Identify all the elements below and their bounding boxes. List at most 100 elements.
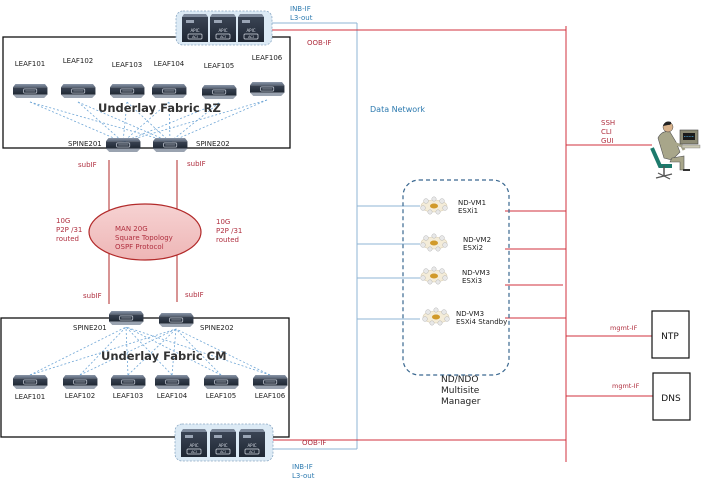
apic-controller-icon [209, 428, 237, 458]
switch-icon [249, 81, 285, 97]
oob-label-top: OOB-IF [307, 39, 331, 47]
leaf-label: LEAF106 [255, 392, 286, 400]
ntp-link-label: mgmt-IF [610, 324, 638, 332]
switch-icon [109, 83, 145, 99]
inb-label-bottom-1: INB-IF [292, 463, 313, 471]
leaf-switch: LEAF102 [62, 374, 98, 400]
nd-vm-cluster-icon [422, 307, 450, 326]
man-label-3: OSPF Protocol [115, 243, 164, 251]
switch-icon [151, 83, 187, 99]
switch-icon [105, 137, 141, 153]
leaf-switch: LEAF104 [154, 374, 190, 400]
ntp-label: NTP [661, 332, 679, 342]
subif-top-right: subIF [187, 160, 206, 168]
access-ssh: SSH [601, 119, 615, 127]
fabric-rz-mesh [29, 99, 268, 143]
fabric-link [127, 328, 177, 376]
leaf-label: LEAF101 [15, 393, 46, 401]
subif-top-left: subIF [78, 161, 97, 169]
apic-controller-icon [181, 13, 209, 43]
spine-label: SPINE202 [196, 140, 230, 148]
spine-switch [105, 137, 141, 153]
access-gui: GUI [601, 137, 614, 145]
fabric-link [169, 99, 268, 143]
vm-host: ESXi2 [463, 244, 483, 252]
fabric-link [79, 328, 177, 376]
inb-label-top-2: L3-out [290, 14, 313, 22]
p2p-right-2: P2P /31 [216, 227, 242, 235]
leaf-label: LEAF103 [113, 392, 144, 400]
spine-switch [152, 137, 188, 153]
man-ellipse [88, 203, 202, 261]
apic-cluster-top [181, 13, 265, 43]
switch-icon [12, 83, 48, 99]
leaf-switch: LEAF101 [12, 374, 48, 401]
access-cli: CLI [601, 128, 612, 136]
spine-switch [108, 310, 144, 326]
fabric-link [122, 99, 268, 143]
leaf-label: LEAF104 [154, 60, 185, 68]
nd-vm-cluster-icon [420, 233, 448, 252]
leaf-switch: LEAF106 [249, 54, 285, 97]
fabric-cm-mesh [29, 326, 271, 376]
switch-icon [152, 137, 188, 153]
nd-vm-cluster-icon [420, 266, 448, 285]
switch-icon [110, 374, 146, 390]
fabric-link [125, 326, 222, 376]
leaf-switch: LEAF105 [203, 374, 239, 400]
fabric-link [122, 102, 220, 143]
inb-label-top-1: INB-IF [290, 5, 311, 13]
fabric-link [169, 102, 220, 143]
switch-icon [62, 374, 98, 390]
leaf-switch: LEAF104 [151, 60, 187, 99]
fabric-link [175, 328, 222, 376]
vm-mgmt-links [505, 210, 566, 319]
switch-icon [203, 374, 239, 390]
switch-icon [12, 374, 48, 390]
switch-icon [252, 374, 288, 390]
nd-title-1: ND/NDO [441, 375, 478, 385]
apic-cluster-bottom [180, 428, 266, 458]
vm-name: ND-VM3 [456, 310, 484, 318]
fabric-link [125, 326, 173, 376]
leaf-label: LEAF102 [63, 57, 94, 65]
switch-icon [201, 84, 237, 100]
fabric-link [168, 101, 171, 143]
leaf-label: LEAF102 [65, 392, 96, 400]
vm-host: ESXi4 Standby [456, 318, 507, 326]
nd-title-3: Manager [441, 397, 481, 407]
leaf-label: LEAF105 [204, 62, 235, 70]
apic-controller-icon [180, 428, 208, 458]
vm-name: ND-VM2 [463, 236, 491, 244]
fabric-link [29, 326, 127, 376]
leaf-label: LEAF106 [252, 54, 283, 62]
switch-icon [154, 374, 190, 390]
vm-host: ESXi1 [458, 207, 478, 215]
switch-icon [60, 83, 96, 99]
leaf-switch: LEAF105 [201, 62, 237, 100]
nd-cluster-frame [402, 179, 510, 376]
operator-workstation-icon [650, 121, 701, 180]
fabric-link [122, 101, 128, 143]
spine-label: SPINE202 [200, 324, 234, 332]
spine-label: SPINE201 [73, 324, 107, 332]
fabric-cm-box [0, 317, 290, 438]
leaf-switch: LEAF103 [110, 374, 146, 400]
apic-controller-icon [238, 428, 266, 458]
apic-controller-icon [237, 13, 265, 43]
ntp-server-box [651, 310, 690, 359]
man-label-1: MAN 20G [115, 225, 148, 233]
dns-link-label: mgmt-IF [612, 382, 640, 390]
fabric-link [79, 326, 127, 376]
p2p-left-2: P2P /31 [56, 226, 82, 234]
vm-host: ESXi3 [462, 277, 482, 285]
p2p-right-3: routed [216, 236, 239, 244]
fabric-link [125, 326, 271, 376]
leaf-switch: LEAF102 [60, 57, 96, 99]
switch-icon [158, 312, 194, 328]
fabric-link [77, 101, 171, 143]
